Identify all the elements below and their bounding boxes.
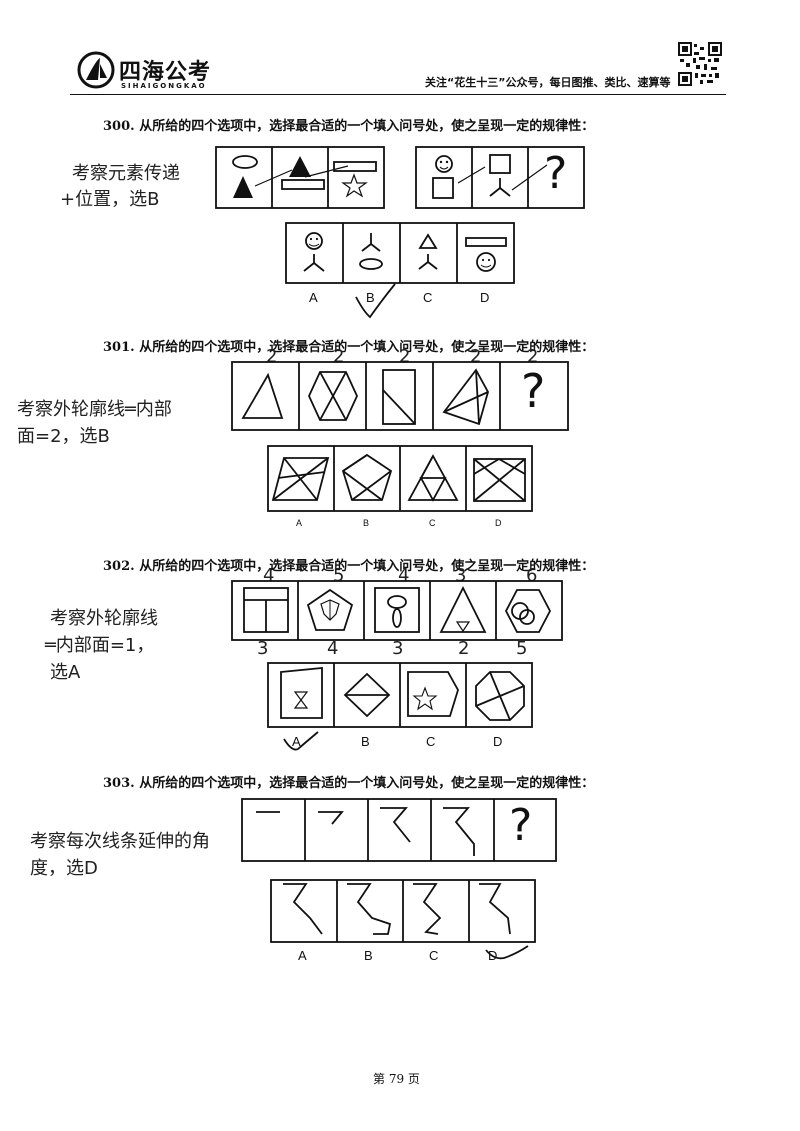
q302-bottom-count-2: 4: [327, 638, 339, 659]
q300-note-line-1: 考察元素传递: [72, 163, 180, 184]
q303-option-d-label[interactable]: D: [488, 948, 498, 963]
q300-option-b-label[interactable]: B: [366, 290, 375, 305]
q301-question-mark: ?: [521, 364, 546, 418]
header-rule: [70, 94, 726, 95]
q301-count-2: 2: [333, 346, 345, 367]
q300-question-mark: ?: [544, 148, 568, 199]
q302-note-line-1: 考察外轮廓线: [50, 608, 158, 629]
q302-note-line-2: ═内部面=1，: [45, 635, 155, 656]
sail-logo-icon: [77, 51, 115, 89]
brand-pinyin: SIHAIGONGKAO: [121, 82, 207, 90]
q302-bottom-count-1: 3: [257, 638, 269, 659]
question-301-stem: 301. 从所给的四个选项中，选择最合适的一个填入问号处，使之呈现一定的规律性：: [103, 340, 595, 355]
question-303-stem: 303. 从所给的四个选项中，选择最合适的一个填入问号处，使之呈现一定的规律性：: [103, 776, 595, 791]
q302-option-b-label[interactable]: B: [361, 734, 370, 749]
brand-name: 四海公考: [119, 60, 212, 85]
q301-count-4: 2: [470, 346, 482, 367]
q302-top-count-2: 5: [333, 565, 345, 586]
q301-count-1: 2: [266, 346, 278, 367]
question-300-stem: 300. 从所给的四个选项中，选择最合适的一个填入问号处，使之呈现一定的规律性：: [103, 119, 595, 134]
q302-option-d-label[interactable]: D: [493, 734, 503, 749]
q301-note-line-2: 面=2，选B: [17, 426, 110, 447]
header-slogan: 关注“花生十三”公众号，每日图推、类比、速算等: [425, 76, 671, 89]
q300-option-c-label[interactable]: C: [423, 290, 433, 305]
q303-option-a-label[interactable]: A: [298, 948, 307, 963]
q301-note-line-1: 考察外轮廓线═内部: [17, 399, 172, 420]
q303-question-mark: ?: [509, 800, 533, 851]
q301-option-a-label[interactable]: A: [296, 518, 303, 528]
brand-logo: [76, 50, 116, 90]
q301-count-5: 2: [527, 346, 539, 367]
question-302-stem: 302. 从所给的四个选项中，选择最合适的一个填入问号处，使之呈现一定的规律性：: [103, 559, 595, 574]
q302-bottom-count-3: 3: [392, 638, 404, 659]
q303-option-b-label[interactable]: B: [364, 948, 373, 963]
q300-note-line-2: +位置，选B: [60, 189, 160, 210]
q301-option-c-label[interactable]: C: [429, 518, 436, 528]
q302-top-count-1: 4: [263, 565, 275, 586]
qr-code-icon: [678, 42, 722, 86]
q302-option-a-label[interactable]: A: [292, 734, 301, 749]
q302-bottom-count-4: 2: [458, 638, 470, 659]
q303-option-c-label[interactable]: C: [429, 948, 439, 963]
q302-top-count-4: 3: [455, 565, 467, 586]
page-number: 第 79 页: [373, 1072, 420, 1086]
q302-option-c-label[interactable]: C: [426, 734, 436, 749]
q301-option-b-label[interactable]: B: [363, 518, 370, 528]
q300-option-d-label[interactable]: D: [480, 290, 490, 305]
q302-top-count-5: 6: [526, 565, 538, 586]
q302-note-line-3: 选A: [50, 662, 81, 683]
q303-note-line-1: 考察每次线条延伸的角: [30, 831, 210, 852]
q301-option-d-label[interactable]: D: [495, 518, 502, 528]
q300-option-a-label[interactable]: A: [309, 290, 318, 305]
q302-bottom-count-5: 5: [516, 638, 528, 659]
q302-top-count-3: 4: [398, 565, 410, 586]
q303-note-line-2: 度，选D: [30, 858, 98, 879]
q301-count-3: 2: [399, 346, 411, 367]
